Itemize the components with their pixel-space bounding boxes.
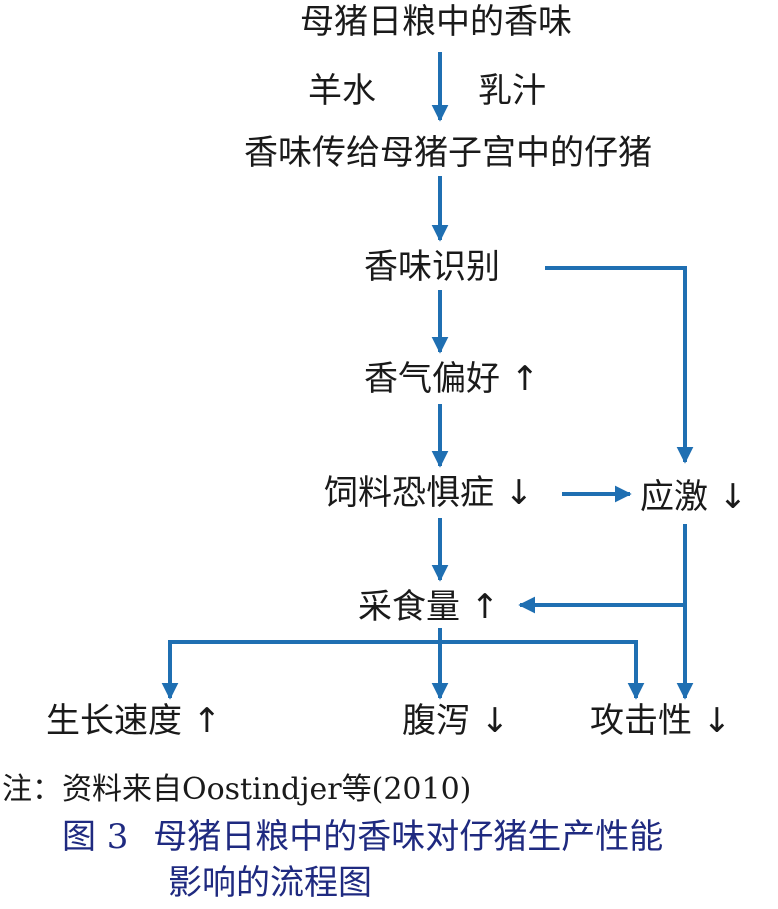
node-sow-diet-flavor: 母猪日粮中的香味 bbox=[300, 2, 572, 42]
node-flavor-recognition: 香味识别 bbox=[364, 247, 500, 287]
node-flavor-preference: 香气偏好 ↑ bbox=[364, 359, 540, 399]
arrow-recognition-to-stress bbox=[545, 266, 694, 464]
arrow-intake-to-aggression bbox=[440, 640, 645, 700]
arrow-intake-to-growth bbox=[161, 640, 440, 700]
label-amniotic-fluid: 羊水 bbox=[308, 71, 376, 111]
figure-title-part1: 母猪日粮中的香味对仔猪生产性能 bbox=[153, 817, 664, 857]
figure-label: 图 3 bbox=[62, 817, 129, 857]
source-note: 注：资料来自Oostindjer等(2010) bbox=[2, 772, 472, 807]
node-stress: 应激 ↓ bbox=[640, 477, 748, 517]
label-milk: 乳汁 bbox=[478, 71, 546, 111]
node-aggression: 攻击性 ↓ bbox=[590, 701, 732, 741]
node-growth-rate: 生长速度 ↑ bbox=[46, 701, 222, 741]
node-diarrhea: 腹泻 ↓ bbox=[402, 701, 510, 741]
figure-caption-line1: 图 3 母猪日粮中的香味对仔猪生产性能 bbox=[62, 820, 663, 854]
figure-caption-line2: 影响的流程图 bbox=[168, 863, 372, 903]
node-flavor-transfer: 香味传给母猪子宫中的仔猪 bbox=[244, 133, 652, 173]
node-feed-neophobia: 饲料恐惧症 ↓ bbox=[324, 473, 534, 513]
node-feed-intake: 采食量 ↑ bbox=[358, 587, 500, 627]
